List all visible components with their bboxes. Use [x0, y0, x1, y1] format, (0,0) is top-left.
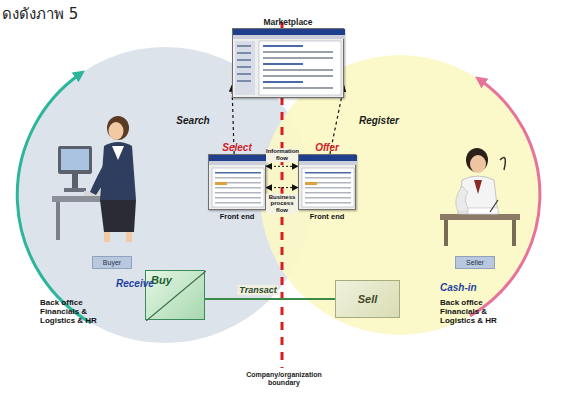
- seller-figure: [440, 148, 520, 246]
- back-office-note: Back office Financials & Logistics & HR: [440, 298, 510, 326]
- screen-illustration: [299, 155, 357, 211]
- node-label: Sell: [358, 293, 378, 305]
- back-office-note: Back office Financials & Logistics & HR: [40, 298, 110, 326]
- connector-label: Information flow: [266, 148, 298, 162]
- business-flow-connector: [266, 187, 298, 188]
- node-label: Offer: [315, 142, 339, 153]
- information-flow-connector: [266, 166, 298, 167]
- node-caption: Front end: [220, 212, 255, 221]
- sell-box: Sell: [335, 280, 400, 318]
- role-tag: Seller: [455, 256, 495, 269]
- marketplace-screen: Marketplace: [232, 28, 344, 98]
- front-end-screen: SelectFront end: [208, 154, 266, 210]
- node-label: Seller: [466, 259, 484, 266]
- screen-illustration: [209, 155, 267, 211]
- page-caption-fragment: ดงดังภาพ 5: [2, 2, 78, 26]
- role-tag: Buyer: [92, 256, 132, 269]
- buyer-figure: [52, 116, 136, 242]
- node-label: Select: [222, 142, 251, 153]
- node-label: Buyer: [103, 259, 121, 266]
- connector-label: Business process flow: [266, 193, 298, 214]
- cycle-stage-label: Receive: [116, 278, 154, 289]
- transact-connector: [205, 298, 335, 300]
- buy-box: Buy: [145, 270, 205, 320]
- screen-illustration: [233, 29, 345, 99]
- connector-label: Transact: [237, 285, 278, 295]
- node-caption: Front end: [310, 212, 345, 221]
- connector-label: Search: [176, 114, 209, 125]
- node-label: Buy: [151, 274, 172, 286]
- front-end-screen: OfferFront end: [298, 154, 356, 210]
- boundary-label: Company/organization boundary: [244, 371, 324, 388]
- connector-label: Register: [359, 114, 399, 125]
- node-label: Marketplace: [263, 17, 312, 27]
- cycle-stage-label: Cash-in: [440, 282, 477, 293]
